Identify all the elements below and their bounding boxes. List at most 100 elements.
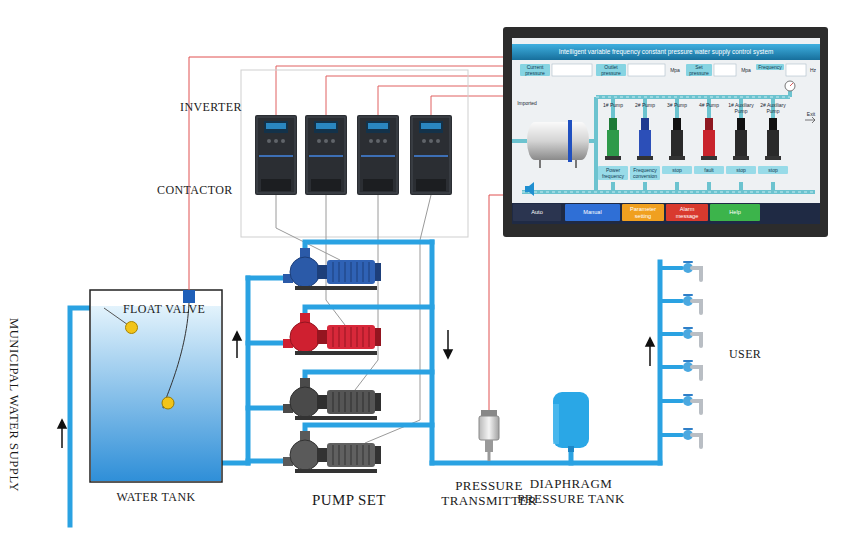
text-label: Mpa	[667, 67, 683, 73]
text-label: Frequency	[756, 64, 784, 70]
rect-shape	[261, 179, 291, 191]
text-label: Imported	[514, 100, 540, 106]
text-label: Set pressure	[686, 64, 712, 76]
path-shape	[658, 262, 663, 463]
pump-grey	[283, 378, 381, 420]
path-shape	[432, 461, 660, 466]
exit-arrow	[805, 117, 815, 123]
path-shape	[276, 195, 340, 260]
screen-bezel	[503, 27, 828, 237]
text-label: INVERTER	[180, 100, 242, 114]
node-label: DIAPHRAGM PRESSURE TANK	[505, 476, 637, 506]
rect-shape	[366, 121, 390, 133]
path-shape	[276, 66, 503, 115]
path-shape	[305, 307, 432, 313]
control-wires	[276, 66, 503, 115]
screen-button: Help	[710, 204, 760, 221]
text-label: CONTACTOR	[157, 183, 233, 197]
rect-shape	[639, 130, 651, 156]
text-label: Exit	[803, 111, 819, 117]
inverter-unit	[255, 115, 297, 195]
rect-shape	[419, 121, 443, 133]
rect-shape	[255, 115, 297, 195]
diaphragm-tank	[553, 392, 589, 452]
cabinet-outline	[241, 70, 468, 237]
ellipse-shape	[527, 122, 543, 160]
inverter-unit	[305, 115, 347, 195]
rect-shape	[295, 286, 377, 290]
rect-shape	[416, 179, 446, 191]
screen-title-bar	[512, 44, 820, 60]
level-float	[162, 397, 174, 409]
pump-blue	[283, 248, 381, 290]
rect-shape	[628, 64, 665, 76]
tank-outline	[90, 290, 222, 482]
rect-shape	[307, 117, 345, 193]
path-shape	[305, 372, 432, 378]
rect-shape	[568, 120, 572, 162]
rect-shape	[295, 469, 377, 473]
polygon-shape	[646, 338, 654, 346]
rect-shape	[317, 265, 327, 279]
sensor-cable	[163, 303, 189, 408]
rect-shape	[311, 179, 341, 191]
rect-shape	[410, 115, 452, 195]
rect-shape	[305, 115, 347, 195]
path-shape	[333, 445, 369, 465]
rect-shape	[705, 118, 713, 130]
path-shape	[326, 76, 503, 115]
text-label: PUMP SET	[312, 492, 386, 509]
path-shape	[522, 97, 815, 192]
path-shape	[649, 344, 651, 366]
rect-shape	[327, 260, 375, 284]
rect-shape	[479, 416, 499, 440]
path-shape	[248, 341, 283, 346]
path-shape	[305, 425, 432, 431]
float-valve: FLOAT VALVE	[125, 321, 138, 334]
screen-vessel	[527, 120, 589, 168]
circle-shape	[429, 139, 433, 143]
rect-shape	[327, 390, 375, 414]
text-label: fault	[694, 166, 724, 174]
path-shape	[248, 276, 283, 281]
text-label: Power frequency	[598, 166, 628, 180]
screen-pump-icon	[605, 118, 781, 160]
rect-shape	[266, 123, 286, 129]
rect-shape	[607, 130, 619, 156]
circle-shape	[290, 440, 320, 470]
text-label: Outlet pressure	[596, 64, 626, 76]
text-label: Current pressure	[520, 64, 550, 76]
polygon-shape	[444, 350, 452, 358]
rect-shape	[309, 155, 343, 157]
polygon-shape	[58, 420, 66, 428]
button-text: Parameter setting	[624, 206, 662, 219]
speaker-icon	[525, 182, 534, 196]
node-label: Intelligent variable frequency constant …	[512, 44, 820, 60]
circle-shape	[281, 139, 285, 143]
path-shape	[684, 262, 692, 429]
path-shape	[355, 195, 378, 390]
circle-shape	[436, 139, 440, 143]
circle-shape	[369, 139, 373, 143]
text-label: stop	[726, 166, 756, 174]
pressure-transmitter	[479, 410, 499, 452]
rect-shape	[359, 117, 397, 193]
value-field	[552, 64, 806, 76]
water-pipes	[70, 242, 660, 525]
text-label: Mpa	[738, 67, 754, 73]
rect-shape	[767, 130, 779, 156]
polygon-shape	[529, 182, 534, 196]
text-label: 2# Auxiliary Pump	[758, 102, 788, 114]
rect-shape	[295, 416, 377, 420]
path-shape	[430, 242, 435, 463]
rect-shape	[264, 121, 288, 133]
path-shape	[221, 461, 248, 466]
level-sensor	[183, 290, 195, 303]
rect-shape	[327, 443, 375, 467]
circle-shape	[290, 322, 320, 352]
rect-shape	[552, 64, 592, 76]
circle-shape	[324, 139, 328, 143]
circle-shape	[422, 139, 426, 143]
